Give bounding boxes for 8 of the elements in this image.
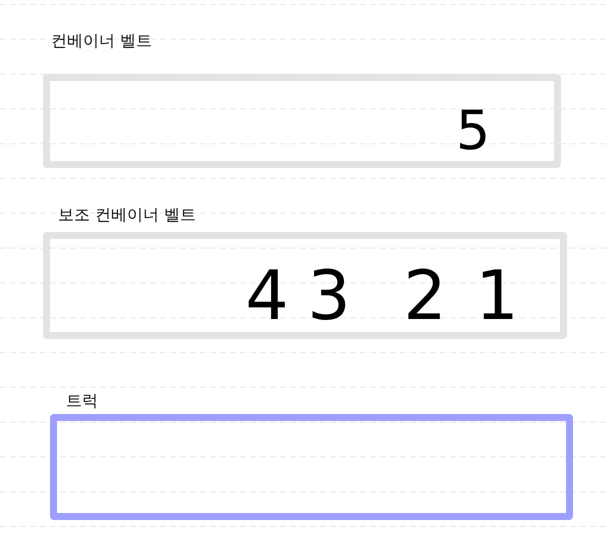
number: 5 <box>456 104 490 158</box>
number: 1 <box>475 263 519 331</box>
section-title: 보조 컨베이너 벨트 <box>58 205 196 224</box>
number: 3 <box>307 263 351 331</box>
section-title: 컨베이너 벨트 <box>51 31 152 50</box>
number: 4 <box>245 263 289 331</box>
number: 2 <box>403 263 447 331</box>
section-title: 트럭 <box>66 391 98 410</box>
